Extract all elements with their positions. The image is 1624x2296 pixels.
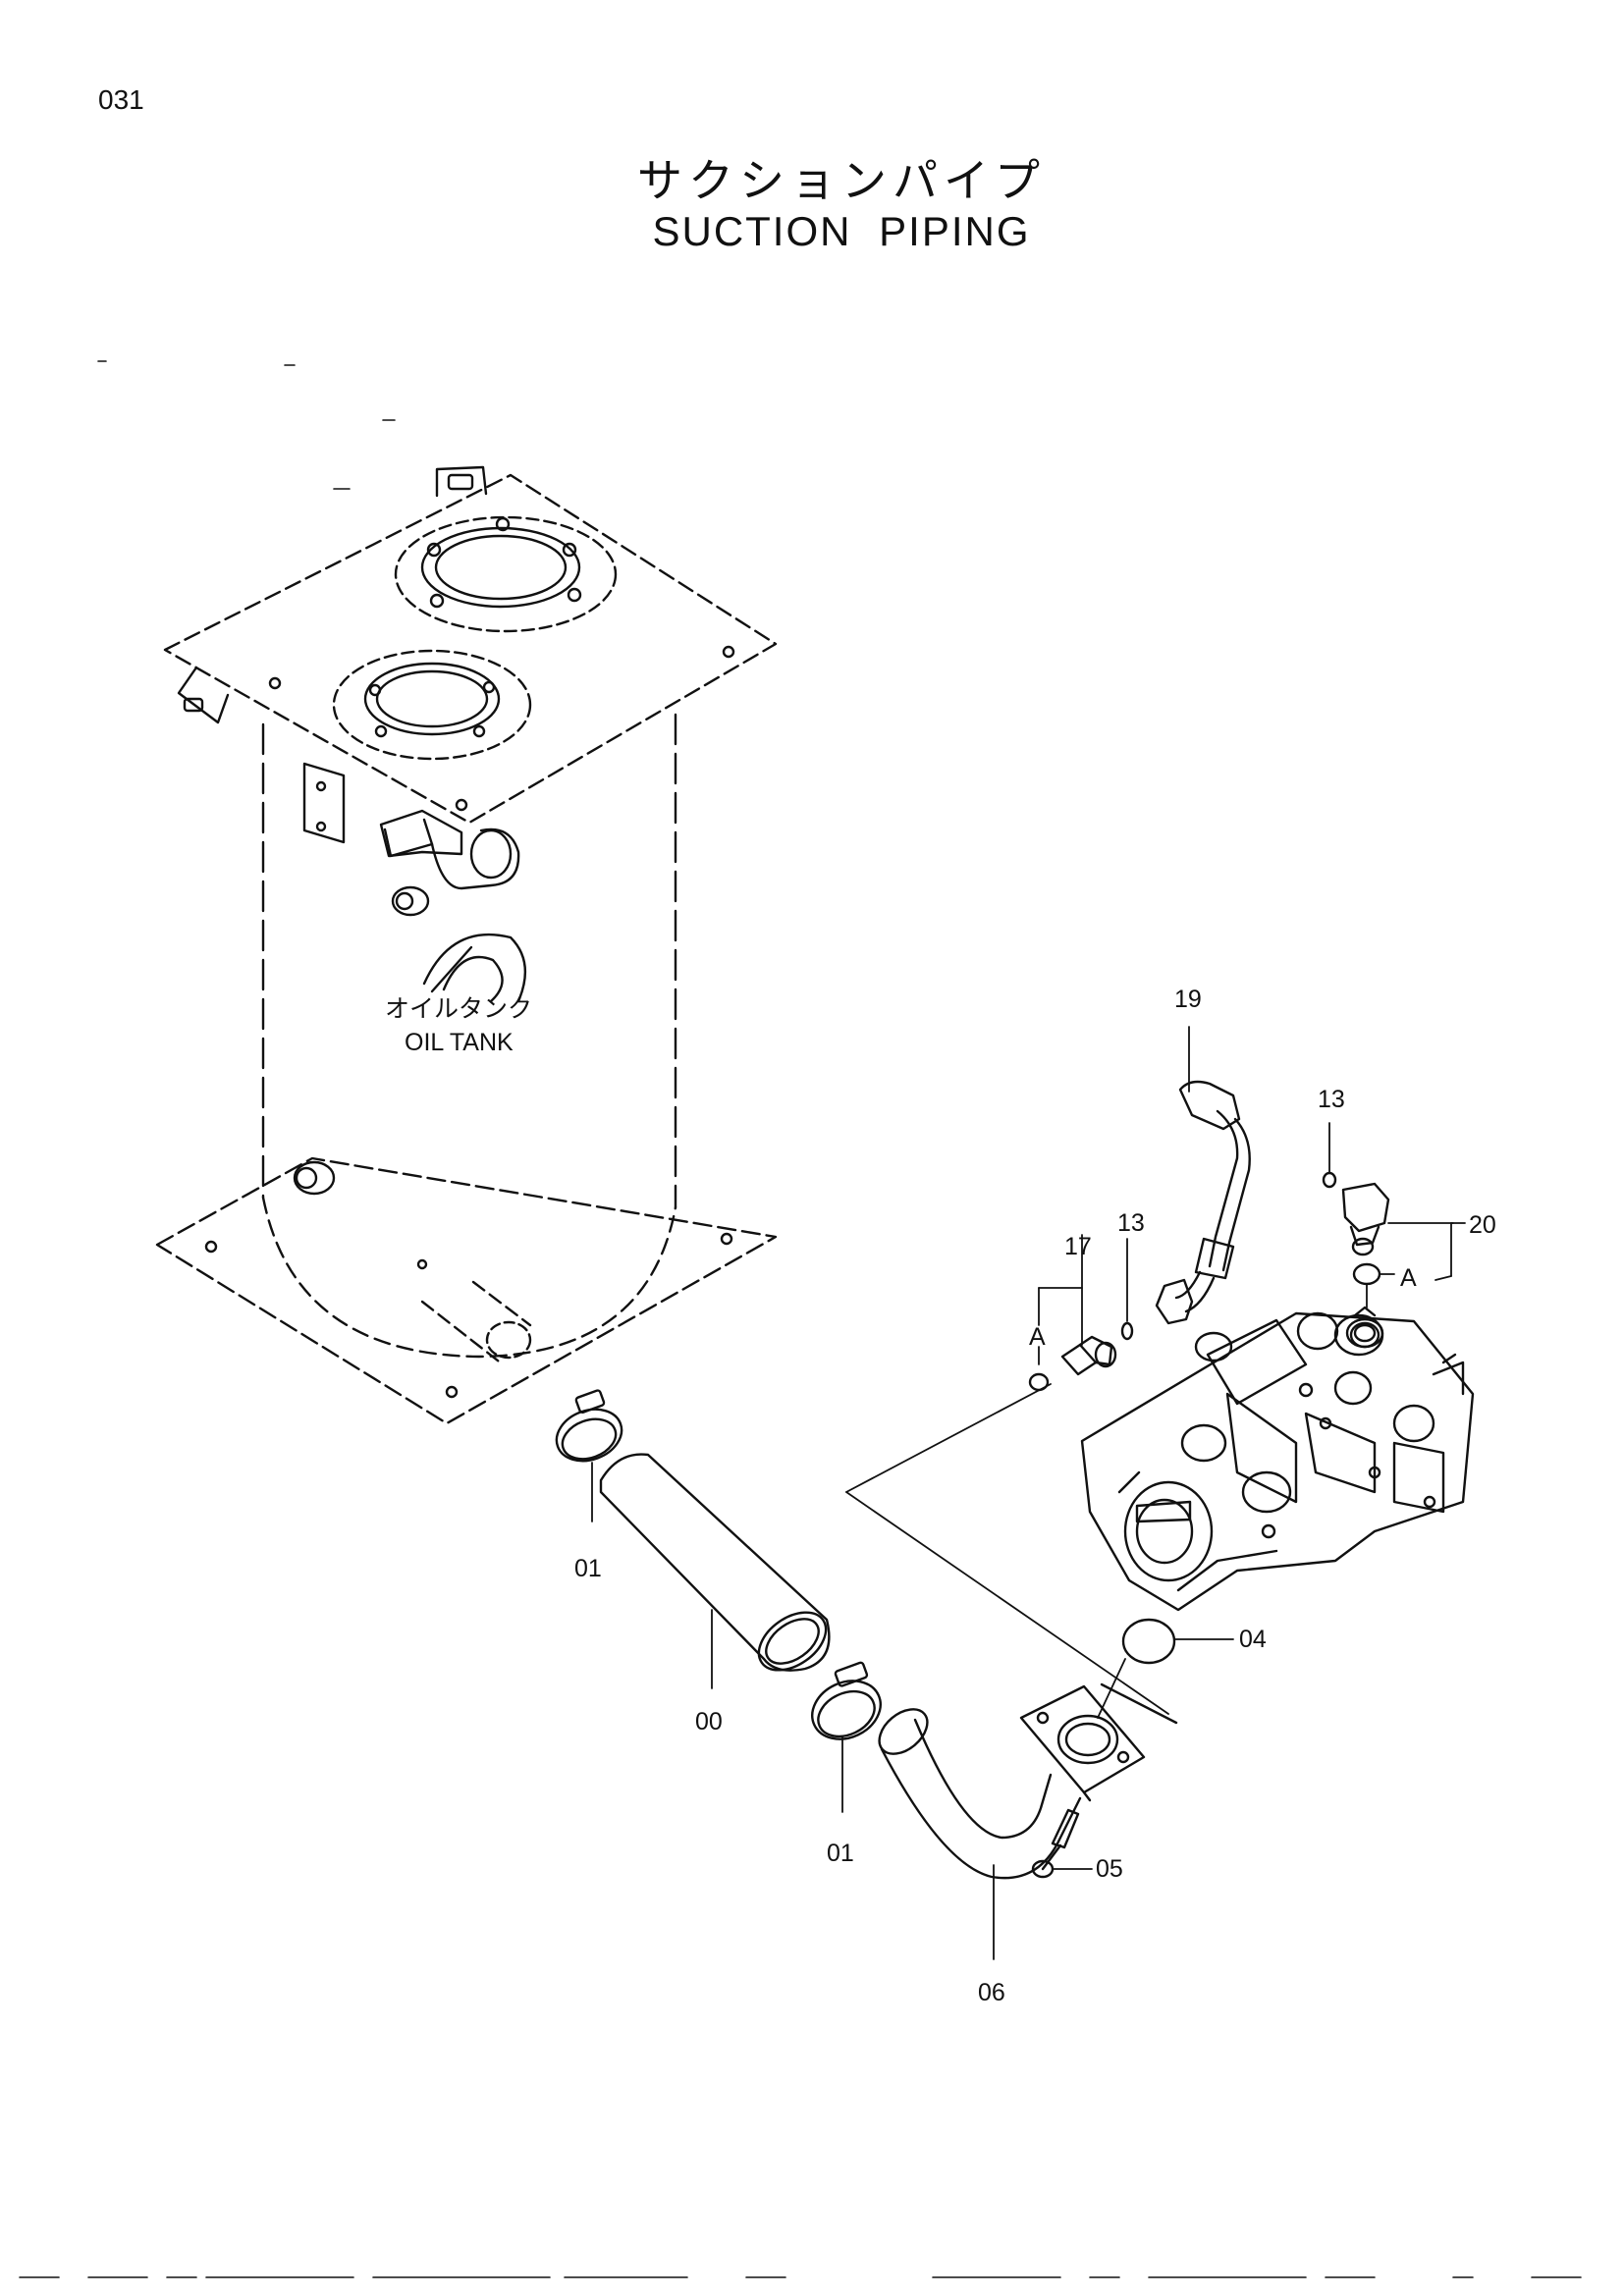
title-english: SUCTION PIPING (652, 208, 1031, 254)
suction-hose (599, 1453, 831, 1689)
hose-clamp-upper (555, 1389, 623, 1522)
detail-a-left: A (1029, 1323, 1046, 1351)
title-japanese: サクションパイプ (637, 154, 1046, 207)
callout-01-lower: 01 (827, 1840, 854, 1867)
suction-pipe (878, 1682, 1178, 1960)
o-ring-upper (1322, 1122, 1337, 1189)
oil-tank-label-jp: オイルタンク (385, 995, 532, 1023)
oil-tank-label-en: OIL TANK (405, 1029, 514, 1056)
callout-01-upper: 01 (574, 1555, 602, 1582)
callout-00: 00 (695, 1708, 723, 1735)
hydraulic-pump (1080, 1306, 1475, 1612)
o-ring-detail-a-left (1028, 1372, 1050, 1392)
callout-19: 19 (1174, 986, 1202, 1013)
pilot-tube (1155, 1026, 1251, 1325)
o-ring-lower (1120, 1238, 1134, 1341)
callout-05: 05 (1096, 1855, 1123, 1883)
callout-20: 20 (1469, 1211, 1496, 1239)
callout-13-upper: 13 (1318, 1086, 1345, 1113)
hose-clamp-lower (811, 1661, 882, 1813)
callout-06: 06 (978, 1979, 1005, 2006)
o-ring-detail-a-right (1345, 1262, 1395, 1349)
o-ring-large (1097, 1618, 1234, 1719)
detail-a-right: A (1400, 1264, 1417, 1292)
connector-fitting (1038, 1234, 1117, 1376)
page-number: 031 (98, 84, 144, 115)
flange-bolt (1031, 1808, 1093, 1879)
callout-13-lower: 13 (1117, 1209, 1145, 1237)
callout-04: 04 (1239, 1626, 1267, 1653)
callout-17: 17 (1064, 1233, 1092, 1260)
oil-tank (155, 465, 778, 1425)
pump-leader-lines (845, 1383, 1169, 1715)
bottom-border-marks (19, 360, 1582, 2278)
elbow-fitting (1341, 1182, 1466, 1281)
